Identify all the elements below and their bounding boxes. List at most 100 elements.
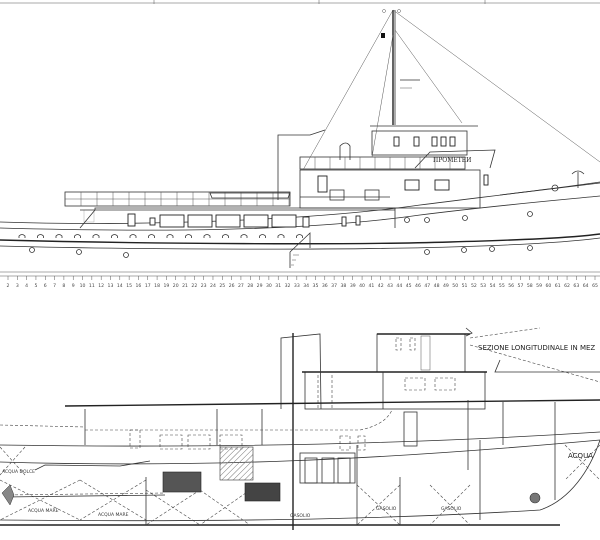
ruler-label: 8 — [62, 283, 65, 289]
hull-waterline — [0, 233, 600, 245]
ventilator — [339, 142, 351, 160]
ruler-label: 41 — [368, 283, 374, 289]
ruler-label: 35 — [313, 283, 319, 289]
ruler-label: 29 — [257, 283, 263, 289]
ruler-label: 7 — [53, 283, 56, 289]
ruler-label: 19 — [163, 283, 169, 289]
ruler-label: 59 — [536, 283, 542, 289]
ruler-label: 38 — [340, 283, 346, 289]
lifeboat — [209, 192, 291, 199]
section-title: SEZIONE LONGITUDINALE IN MEZ — [478, 344, 595, 352]
ruler-label: 5 — [34, 283, 37, 289]
ruler-label: 55 — [499, 283, 505, 289]
ruler-label: 44 — [396, 283, 402, 289]
porthole — [74, 234, 81, 238]
ruler-label: 12 — [98, 283, 104, 289]
porthole — [203, 234, 211, 238]
main-deckhouse — [79, 207, 396, 229]
ruler-label: 52 — [471, 283, 477, 289]
mast — [381, 9, 420, 125]
ruler-label: 54 — [490, 283, 496, 289]
label-sea-water-2: ACQUA MARE — [98, 512, 129, 518]
sight-line-dashes — [469, 327, 600, 383]
ruler-label: 24 — [210, 283, 216, 289]
ruler-label: 21 — [182, 283, 188, 289]
ruler-label: 25 — [219, 283, 225, 289]
ruler-label: 28 — [247, 283, 253, 289]
ruler-label: 33 — [294, 283, 300, 289]
ruler-label: 53 — [480, 283, 486, 289]
ruler-label: 49 — [443, 283, 449, 289]
porthole — [18, 234, 26, 238]
ruler-label: 57 — [518, 283, 524, 289]
section-wheelhouse — [376, 327, 473, 373]
porthole — [259, 234, 266, 238]
hull-lower-portholes — [29, 211, 533, 258]
exhaust-pipe — [277, 129, 326, 200]
porthole — [129, 234, 137, 238]
ruler-label: 6 — [44, 283, 47, 289]
ruler-label: 46 — [415, 283, 421, 289]
frame-top-border — [0, 0, 600, 4]
ruler-label: 47 — [424, 283, 430, 289]
porthole — [185, 234, 192, 238]
deckhouse-window — [243, 214, 269, 228]
accommodation-ladder — [289, 232, 311, 268]
ruler-label: 17 — [145, 283, 151, 289]
hull-deck-line — [0, 195, 600, 231]
ruler-label: 13 — [108, 283, 114, 289]
ship-name: ПРОМЕТЕИ — [433, 157, 471, 164]
ruler-label: 34 — [303, 283, 309, 289]
ruler-label: 23 — [201, 283, 207, 289]
ruler-label: 10 — [80, 283, 86, 289]
porthole — [92, 234, 100, 238]
ruler-label: 15 — [126, 283, 132, 289]
ruler-label: 16 — [136, 283, 142, 289]
label-fuel-1: GASOLIO — [290, 513, 311, 519]
ruler-label: 14 — [117, 283, 123, 289]
ruler-label: 63 — [573, 283, 579, 289]
profile-view: ПРОМЕТЕИ — [0, 9, 600, 268]
porthole — [148, 234, 155, 238]
ruler-label: 39 — [350, 283, 356, 289]
ruler-label: 64 — [583, 283, 589, 289]
bow-fittings — [499, 170, 600, 196]
deckhouse-window — [271, 214, 297, 228]
middle-deckhouse — [299, 169, 489, 209]
wheelhouse — [370, 125, 478, 156]
ruler-label: 27 — [238, 283, 244, 289]
ruler-label: 61 — [555, 283, 561, 289]
deckhouse-window — [187, 214, 213, 228]
porthole — [296, 234, 303, 238]
ruler-label: 42 — [378, 283, 384, 289]
longitudinal-section: SEZIONE LONGITUDINALE IN MEZ — [0, 327, 600, 530]
ruler-label: 30 — [266, 283, 272, 289]
ruler-label: 31 — [275, 283, 281, 289]
ruler-label: 56 — [508, 283, 514, 289]
bridge-deck: ПРОМЕТЕИ — [299, 149, 496, 170]
ruler-label: 36 — [322, 283, 328, 289]
tanks — [0, 444, 600, 526]
ruler-label: 43 — [387, 283, 393, 289]
label-fuel-3: GASOLIO — [441, 506, 462, 512]
rigging-stays — [302, 9, 600, 171]
ruler-label: 60 — [545, 283, 551, 289]
label-fuel-2: GASOLIO — [376, 506, 397, 512]
tank-labels: ACQUA DOLCE ACQUA MARE ACQUA MARE GASOLI… — [2, 452, 593, 519]
ruler-label: 4 — [25, 283, 28, 289]
ruler-label: 26 — [229, 283, 235, 289]
label-water-bow: ACQUA — [568, 452, 593, 460]
propeller — [1, 484, 15, 506]
ruler-label: 50 — [452, 283, 458, 289]
engine-room — [1, 446, 356, 506]
ruler-label: 32 — [285, 283, 291, 289]
ruler-label: 9 — [72, 283, 75, 289]
ruler-label: 62 — [564, 283, 570, 289]
porthole — [277, 234, 285, 238]
section-upper-deck — [302, 371, 487, 410]
porthole — [55, 234, 63, 238]
ruler-label: 58 — [527, 283, 533, 289]
